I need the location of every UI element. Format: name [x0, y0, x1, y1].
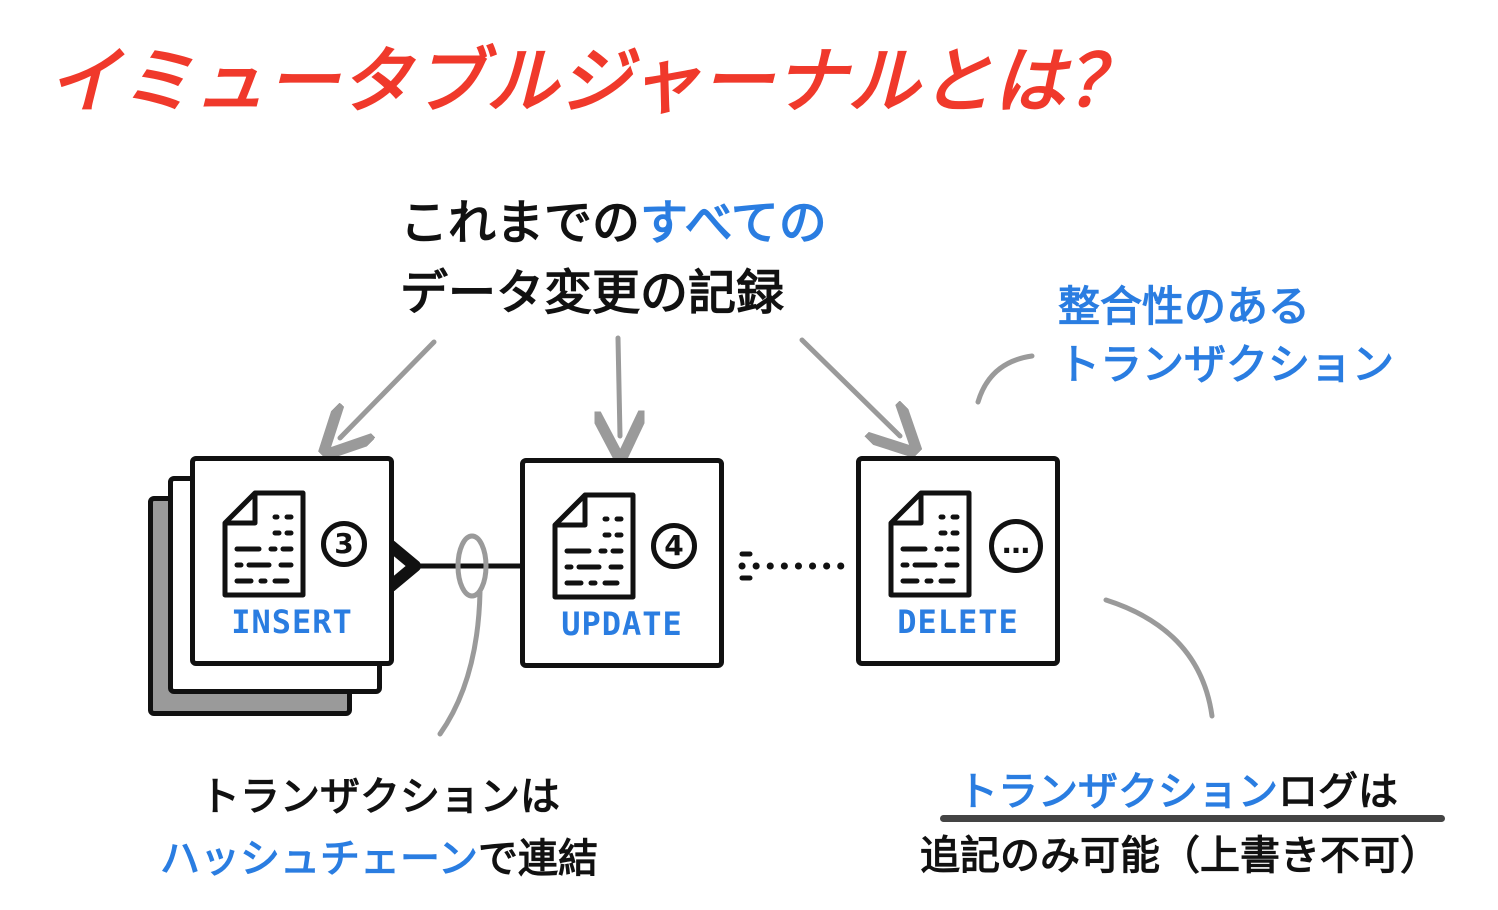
hash-chain-caption-line2: ハッシュチェーンで連結	[160, 828, 598, 890]
arrow-to-delete	[799, 337, 900, 436]
hash-chain-term: ハッシュチェーン	[160, 836, 478, 882]
consistent-transaction-line1: 整合性のある	[1058, 282, 1311, 331]
sequence-number-badge: 3	[321, 521, 367, 567]
transaction-callout-curve	[975, 353, 1035, 405]
delete-card: … DELETE	[856, 456, 1060, 666]
arrow-to-update	[618, 335, 620, 436]
transaction-log-suffix: ログは	[1278, 769, 1398, 815]
caption-underline	[940, 815, 1445, 822]
sequence-number-badge: …	[989, 519, 1043, 573]
consistent-transaction-line2: トランザクション	[1058, 340, 1395, 389]
document-icon	[222, 490, 306, 598]
hash-chain-caption-line1: トランザクションは	[200, 774, 560, 820]
consistent-transaction-label: 整合性のある トランザクション	[1058, 278, 1394, 394]
chain-loop	[455, 533, 489, 599]
insert-card: 3 INSERT	[190, 456, 394, 666]
append-only-caption-line1: トランザクションログは	[920, 760, 1440, 824]
document-icon	[888, 490, 972, 598]
hash-chain-caption: トランザクションは ハッシュチェーンで連結	[160, 766, 598, 890]
arrow-to-insert	[340, 339, 437, 438]
log-pointer-curve	[1103, 597, 1215, 719]
records-heading-black-text: これまでの	[400, 195, 641, 251]
records-heading-line2: データ変更の記録	[400, 265, 785, 321]
update-card: 4 UPDATE	[520, 458, 724, 668]
records-heading: これまでのすべての データ変更の記録	[400, 188, 827, 328]
append-only-caption: トランザクションログは 追記のみ可能（上書き不可）	[920, 760, 1440, 888]
records-heading-line1: これまでのすべての	[400, 188, 827, 258]
records-heading-blue-text: すべての	[640, 195, 827, 251]
page-title: イミュータブルジャーナルとは？	[48, 39, 1140, 123]
hash-chain-suffix: で連結	[478, 836, 598, 882]
document-icon	[552, 492, 636, 600]
chain-pointer-curve	[437, 589, 483, 737]
transaction-log-term: トランザクション	[958, 769, 1278, 815]
insert-label: INSERT	[231, 603, 353, 641]
append-only-caption-line2: 追記のみ可能（上書き不可）	[920, 833, 1440, 879]
sequence-number-badge: 4	[651, 523, 697, 569]
delete-label: DELETE	[897, 603, 1019, 641]
update-label: UPDATE	[561, 605, 683, 643]
